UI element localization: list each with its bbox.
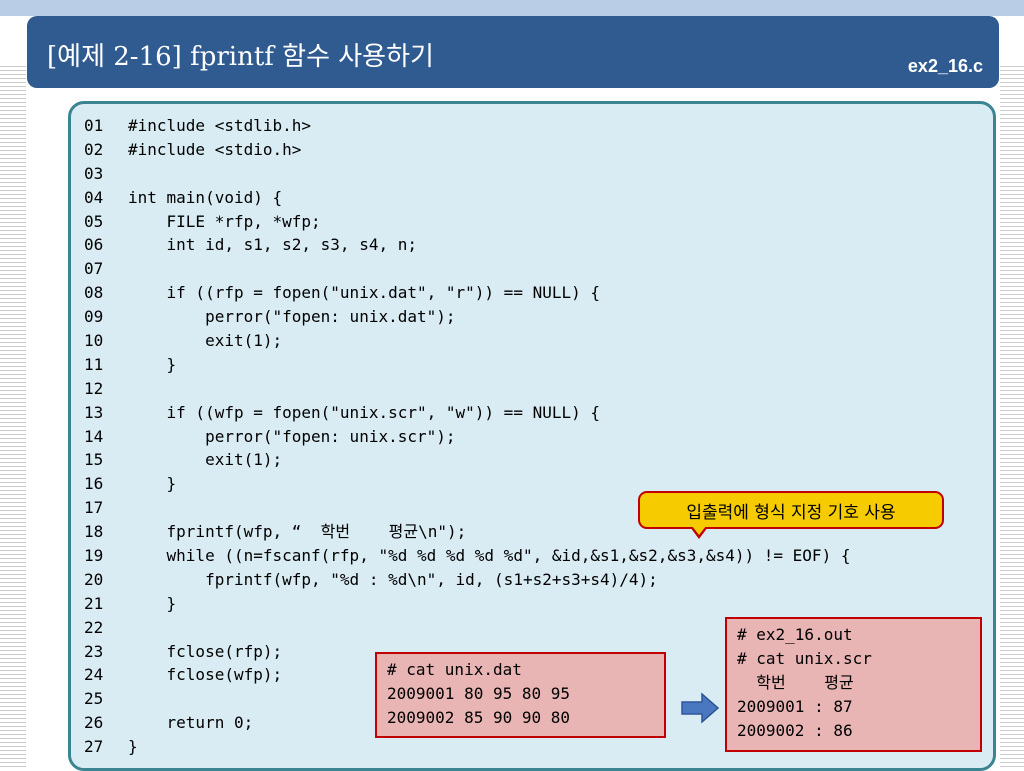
right-arrow-icon xyxy=(681,692,720,724)
code-text: } xyxy=(128,593,177,613)
line-number: 13 xyxy=(84,402,104,422)
input-file-terminal: # cat unix.dat 2009001 80 95 80 95 2009002… xyxy=(375,652,666,738)
code-line: 06 int id, s1, s2, s3, s4, n; xyxy=(84,233,850,257)
code-line: 25 xyxy=(84,687,850,711)
terminal-line: # ex2_16.out xyxy=(737,625,853,644)
line-number: 25 xyxy=(84,689,104,709)
line-number: 18 xyxy=(84,522,104,542)
terminal-line: # cat unix.scr xyxy=(737,649,872,668)
code-text: if ((rfp = fopen("unix.dat", "r")) == NU… xyxy=(128,283,601,303)
code-text: if ((wfp = fopen("unix.scr", "w")) == NU… xyxy=(128,402,601,422)
terminal-line: 2009002 : 86 xyxy=(737,721,853,740)
line-number: 12 xyxy=(84,378,104,398)
line-number: 27 xyxy=(84,737,104,757)
code-line: 17 xyxy=(84,496,850,520)
line-number: 24 xyxy=(84,665,104,685)
code-text: } xyxy=(128,354,177,374)
code-text: while ((n=fscanf(rfp, "%d %d %d %d %d", … xyxy=(128,546,851,566)
line-number: 11 xyxy=(84,354,104,374)
top-band xyxy=(0,0,1024,16)
terminal-line: 2009001 : 87 xyxy=(737,697,853,716)
line-number: 20 xyxy=(84,569,104,589)
code-text: exit(1); xyxy=(128,331,283,351)
code-text: } xyxy=(128,737,138,757)
code-text: FILE *rfp, *wfp; xyxy=(128,211,321,231)
code-line: 09 perror("fopen: unix.dat"); xyxy=(84,305,850,329)
line-number: 04 xyxy=(84,187,104,207)
code-line: 18 fprintf(wfp, “ 학번 평균\n"); xyxy=(84,520,850,544)
line-number: 01 xyxy=(84,116,104,135)
code-line: 11 } xyxy=(84,353,850,377)
terminal-line: # cat unix.dat xyxy=(387,660,522,679)
code-text: int main(void) { xyxy=(128,187,283,207)
code-line: 26 return 0; xyxy=(84,711,850,735)
code-text: exit(1); xyxy=(128,450,283,470)
code-line: 07 xyxy=(84,257,850,281)
format-specifier-callout: 입출력에 형식 지정 기호 사용 xyxy=(638,491,944,529)
source-filename: ex2_16.c xyxy=(907,56,983,76)
line-number: 08 xyxy=(84,283,104,303)
line-number: 17 xyxy=(84,498,104,518)
code-line: 03 xyxy=(84,162,850,186)
line-number: 09 xyxy=(84,307,104,327)
terminal-line: 2009001 80 95 80 95 xyxy=(387,684,571,703)
code-text: fprintf(wfp, "%d : %d\n", id, (s1+s2+s3+… xyxy=(128,569,658,589)
code-line: 15 exit(1); xyxy=(84,448,850,472)
code-line: 16 } xyxy=(84,472,850,496)
line-number: 03 xyxy=(84,163,104,183)
line-number: 15 xyxy=(84,450,104,470)
code-line: 27} xyxy=(84,735,850,759)
line-number: 22 xyxy=(84,617,104,637)
code-listing: 01 #include <stdlib.h> 02 #include <stdio.h… xyxy=(84,114,850,759)
line-number: 06 xyxy=(84,235,104,255)
code-text: fprintf(wfp, “ 학번 평균\n"); xyxy=(128,522,467,542)
code-text: perror("fopen: unix.dat"); xyxy=(128,307,456,327)
line-number: 16 xyxy=(84,474,104,494)
line-number: 05 xyxy=(84,211,104,231)
line-number: 14 xyxy=(84,426,104,446)
code-text: #include <stdlib.h> xyxy=(128,116,312,135)
code-line: 22 xyxy=(84,616,850,640)
code-line: 21 } xyxy=(84,592,850,616)
code-text: int id, s1, s2, s3, s4, n; xyxy=(128,235,417,255)
terminal-line: 2009002 85 90 90 80 xyxy=(387,708,571,727)
line-number: 21 xyxy=(84,593,104,613)
code-line: 02 #include <stdio.h> xyxy=(84,138,850,162)
line-number: 02 xyxy=(84,139,104,159)
code-line: 01 #include <stdlib.h> xyxy=(84,114,850,138)
code-line: 05 FILE *rfp, *wfp; xyxy=(84,210,850,234)
code-text: return 0; xyxy=(128,713,254,733)
code-line: 13 if ((wfp = fopen("unix.scr", "w")) ==… xyxy=(84,401,850,425)
line-number: 23 xyxy=(84,641,104,661)
output-file-terminal: # ex2_16.out # cat unix.scr 학번 평균 2009001 … xyxy=(725,617,982,752)
title-bar: [예제 2-16] fprintf 함수 사용하기 ex2_16.c xyxy=(27,16,999,88)
code-line: 08 if ((rfp = fopen("unix.dat", "r")) ==… xyxy=(84,281,850,305)
code-text: perror("fopen: unix.scr"); xyxy=(128,426,456,446)
code-line: 10 exit(1); xyxy=(84,329,850,353)
code-text: } xyxy=(128,474,177,494)
code-line: 24 fclose(wfp); xyxy=(84,663,850,687)
terminal-line: 학번 평균 xyxy=(737,673,854,692)
code-line: 23 fclose(rfp); xyxy=(84,640,850,664)
decorative-stripes-right xyxy=(1000,66,1024,768)
line-number: 19 xyxy=(84,546,104,566)
code-line: 04 int main(void) { xyxy=(84,186,850,210)
code-text: fclose(rfp); xyxy=(128,641,283,661)
line-number: 26 xyxy=(84,713,104,733)
code-line: 19 while ((n=fscanf(rfp, "%d %d %d %d %d… xyxy=(84,544,850,568)
callout-pointer-fill xyxy=(692,526,706,535)
code-text: fclose(wfp); xyxy=(128,665,283,685)
decorative-stripes-left xyxy=(0,66,26,768)
code-line: 14 perror("fopen: unix.scr"); xyxy=(84,425,850,449)
line-number: 10 xyxy=(84,331,104,351)
code-line: 12 xyxy=(84,377,850,401)
line-number: 07 xyxy=(84,259,104,279)
code-text: #include <stdio.h> xyxy=(128,139,302,159)
slide-title: [예제 2-16] fprintf 함수 사용하기 xyxy=(47,42,434,72)
code-line: 20 fprintf(wfp, "%d : %d\n", id, (s1+s2+… xyxy=(84,568,850,592)
